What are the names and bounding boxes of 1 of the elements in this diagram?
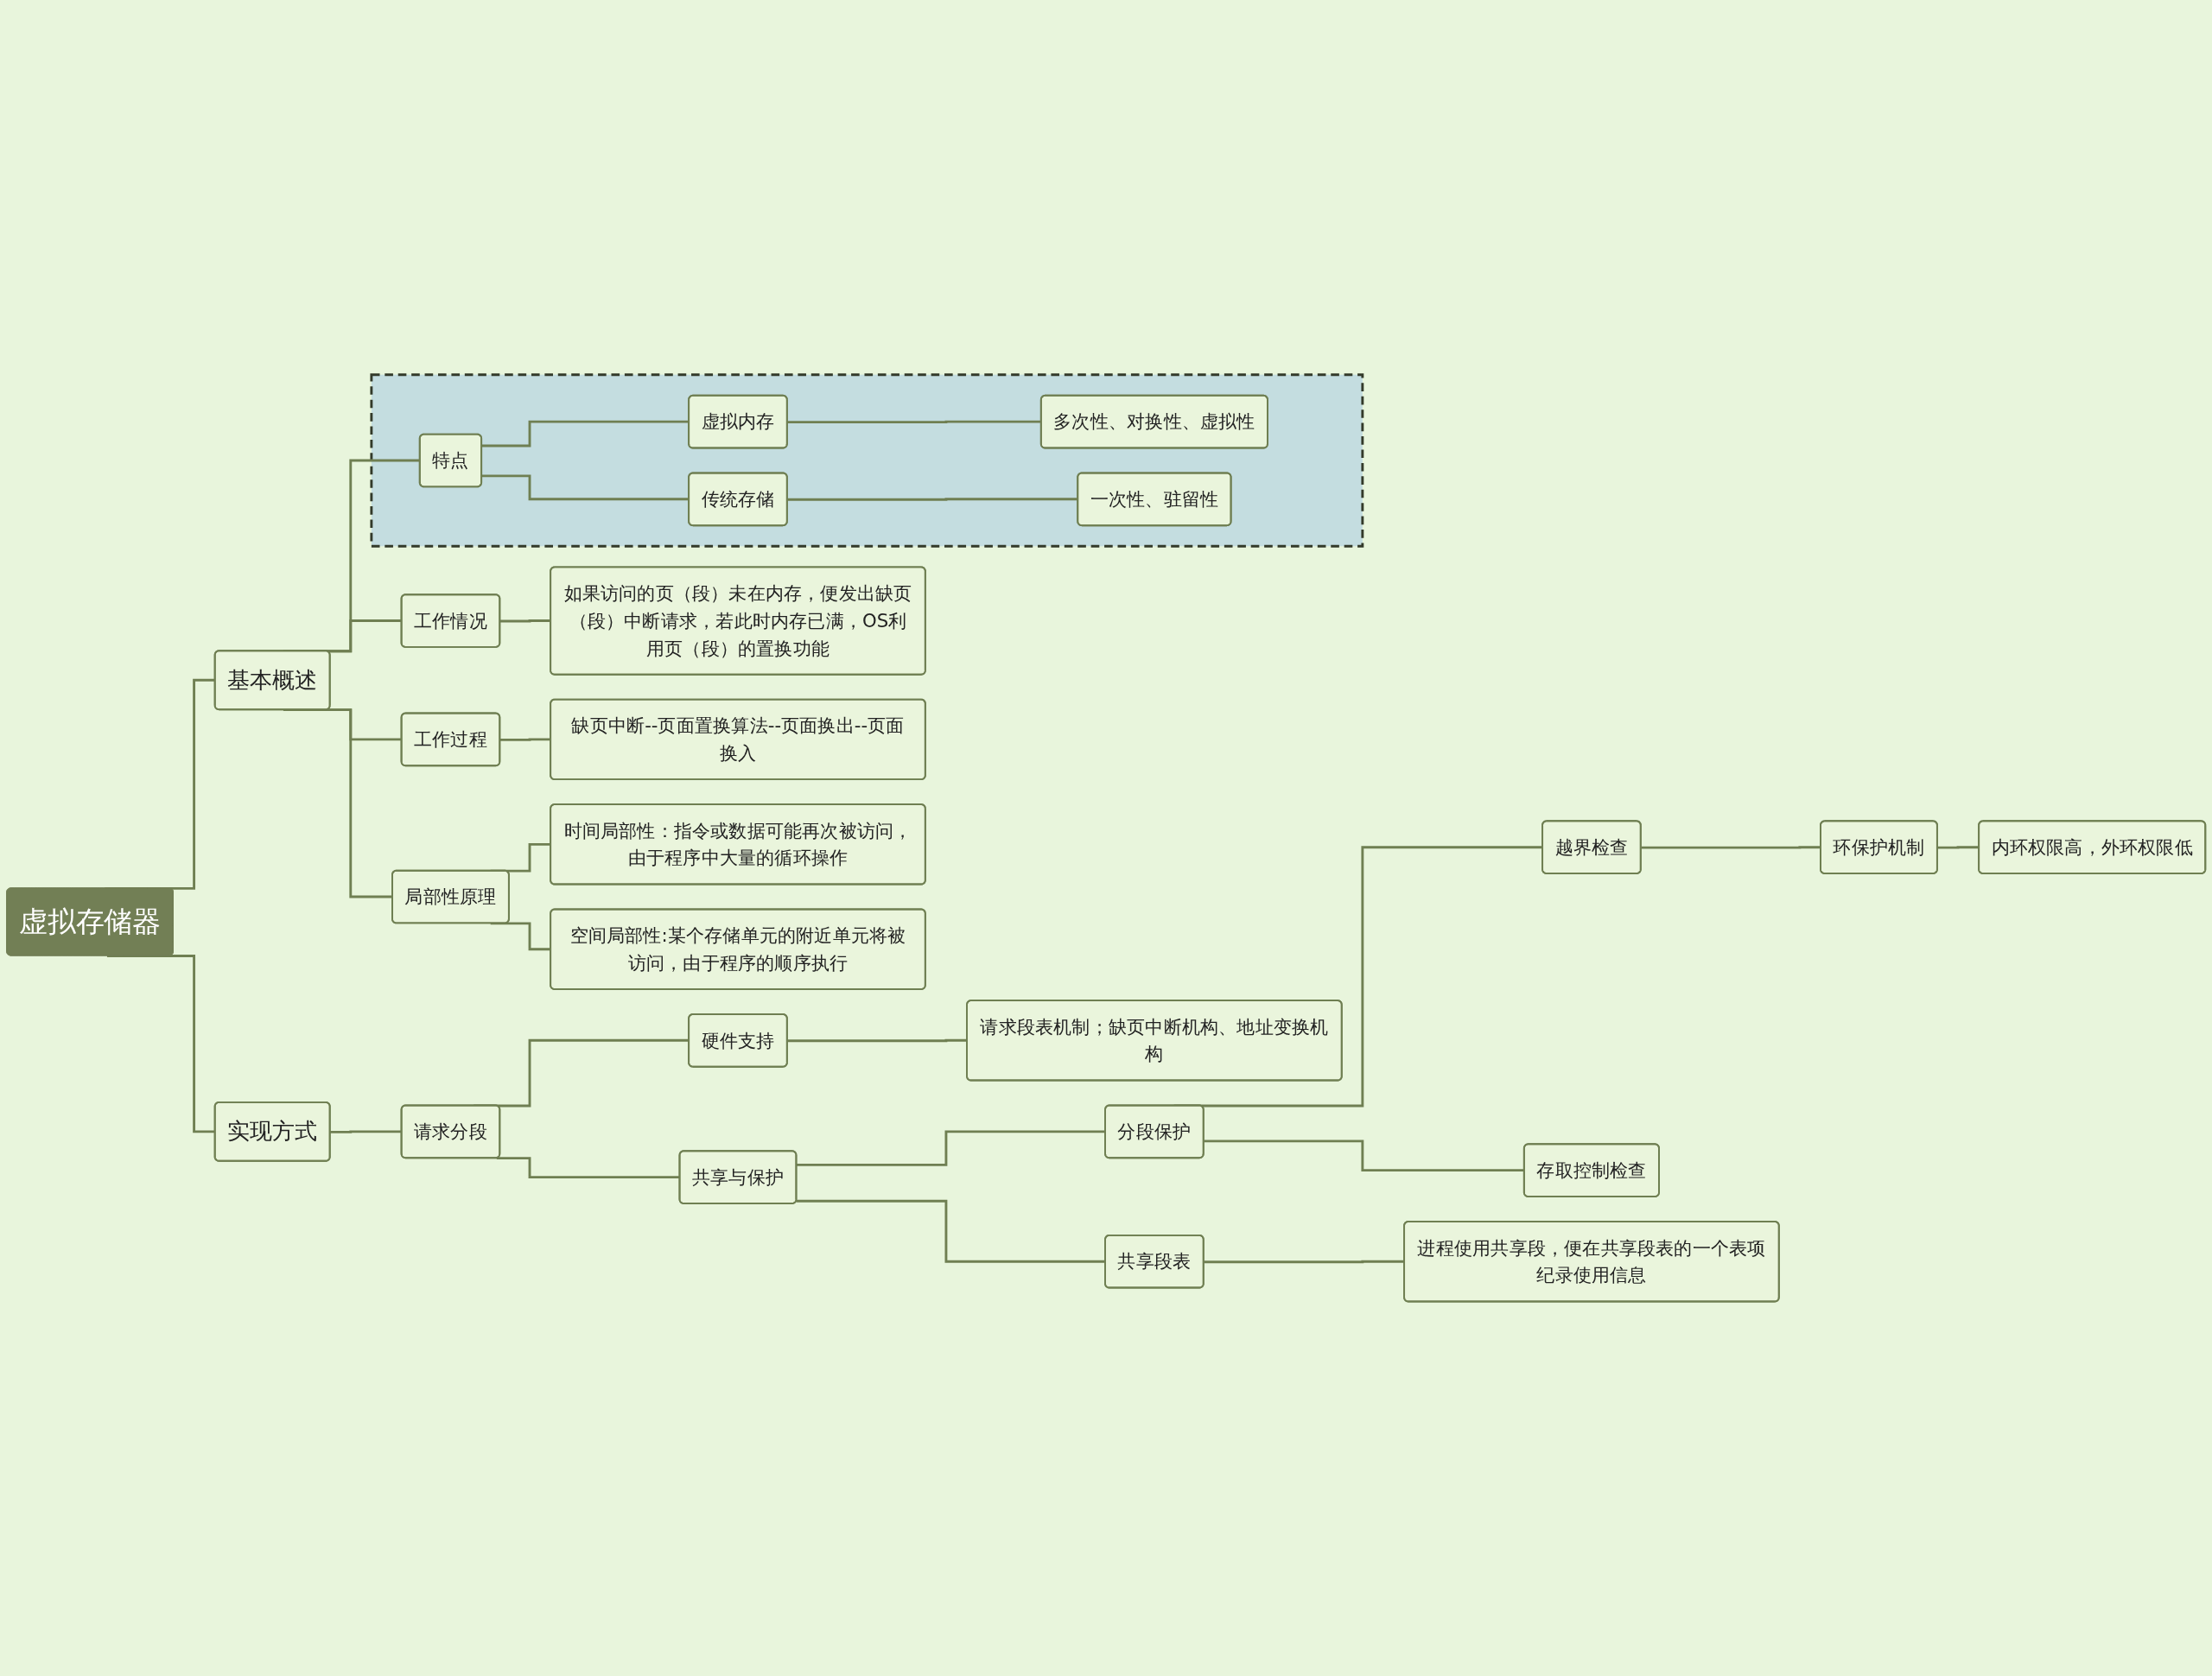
cluster bbox=[370, 373, 1364, 548]
